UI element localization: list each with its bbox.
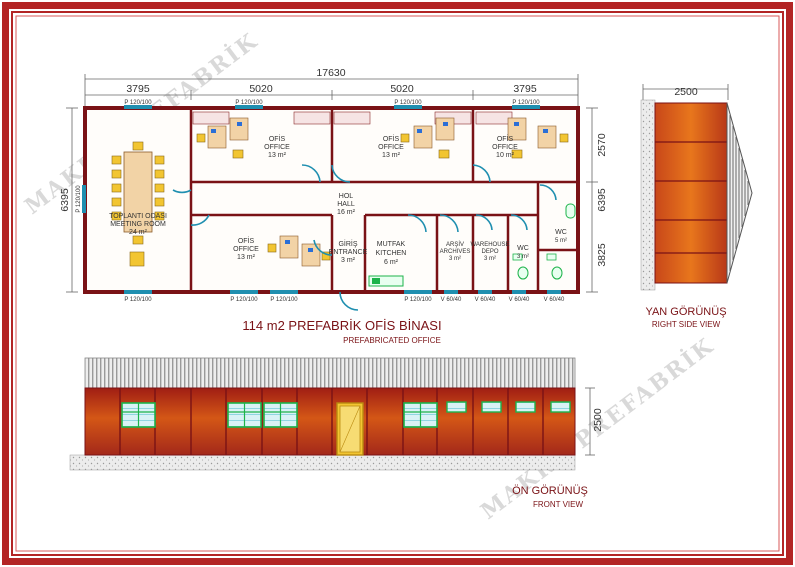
room-depot-en: WAREHOUSE	[470, 242, 509, 248]
meeting-table	[111, 141, 165, 267]
wc-fixtures	[512, 203, 576, 280]
window-label-7: P 120/100	[270, 297, 298, 303]
dim-bay-1: 3795	[126, 83, 150, 95]
front-view: 2500 ÖN GÖRÜNÜŞ FRONT VIEW	[69, 357, 604, 509]
room-wc2-tr: WC	[555, 229, 567, 236]
window-label-2: P 120/100	[235, 100, 263, 106]
room-wc1-area: 3 m²	[517, 254, 529, 260]
room-office4-en: OFFICE	[233, 246, 259, 253]
room-hall-en: HALL	[337, 201, 355, 208]
room-entrance-tr: GİRİŞ	[338, 239, 357, 248]
side-ground	[640, 99, 656, 291]
drawing-subtitle: PREFABRICATED OFFICE	[343, 336, 441, 345]
front-ground	[69, 454, 576, 471]
window-label-5: P 120/100	[124, 297, 152, 303]
front-windows	[121, 401, 571, 428]
room-depot-area: 3 m²	[484, 256, 496, 262]
dim-bay-4: 3795	[513, 83, 537, 95]
inner-frame	[11, 11, 784, 556]
room-kitchen-area: 6 m²	[384, 259, 399, 266]
room-office4-tr: OFİS	[238, 236, 255, 245]
plan-doors	[172, 164, 557, 311]
front-roof	[84, 357, 576, 389]
inner-walls	[189, 108, 578, 292]
room-kitchen-tr: MUTFAK	[377, 241, 406, 248]
room-office1-area: 13 m²	[268, 152, 287, 159]
side-view-subtitle: RIGHT SIDE VIEW	[652, 320, 721, 329]
room-office4-area: 13 m²	[237, 254, 256, 261]
room-archive-en: ARCHIVES	[440, 249, 471, 255]
plan-windows	[82, 105, 561, 294]
window-label-1: P 120/100	[124, 100, 152, 106]
vent-label-2: V 60/40	[475, 297, 496, 303]
room-office3-tr: OFİS	[497, 134, 514, 143]
kitchen-sink	[372, 278, 380, 284]
side-view-title: YAN GÖRÜNÜŞ	[645, 306, 726, 318]
window-label-6: P 120/100	[230, 297, 258, 303]
room-office2-area: 13 m²	[382, 152, 401, 159]
room-office3-area: 10 m²	[496, 152, 515, 159]
room-kitchen-en: KITCHEN	[376, 250, 407, 257]
vent-label-3: V 60/40	[509, 297, 530, 303]
drawing-title: 114 m2 PREFABRİK OFİS BİNASI	[242, 318, 441, 333]
dim-depth: 6395	[596, 188, 608, 212]
dim-side-width: 2500	[674, 86, 698, 98]
room-entrance-en: ENTRANCE	[329, 249, 368, 256]
kitchen-counter	[368, 275, 404, 287]
window-label-4: P 120/100	[512, 100, 540, 106]
front-view-subtitle: FRONT VIEW	[533, 500, 584, 509]
dim-upper: 2570	[596, 133, 608, 157]
room-meeting-area: 24 m²	[129, 229, 148, 236]
front-wall	[84, 387, 576, 456]
room-office1-en: OFFICE	[264, 144, 290, 151]
dim-bay-2: 5020	[249, 83, 273, 95]
dim-depth-left: 6395	[59, 188, 71, 212]
room-office1-tr: OFİS	[269, 134, 286, 143]
room-hall-tr: HOL	[339, 193, 354, 200]
floor-plan: P 120/100 P 120/100 P 120/100 P 120/100 …	[76, 100, 580, 311]
window-label-8: P 120/100	[404, 297, 432, 303]
side-roof-ribs	[729, 115, 749, 271]
window-label-3: P 120/100	[394, 100, 422, 106]
room-hall-area: 16 m²	[337, 209, 356, 216]
room-entrance-area: 3 m²	[341, 257, 356, 264]
room-meeting-tr: TOPLANTI ODASI	[109, 213, 167, 220]
dim-bay-3: 5020	[390, 83, 414, 95]
side-view: 2500 YAN GÖRÜNÜŞ RIGHT SIDE VIEW	[640, 84, 753, 329]
room-office3-en: OFFICE	[492, 144, 518, 151]
room-archive-tr: ARŞİV	[446, 241, 464, 248]
inner-frame-line	[15, 15, 780, 552]
front-view-title: ÖN GÖRÜNÜŞ	[512, 485, 588, 497]
vent-label-1: V 60/40	[441, 297, 462, 303]
room-archive-area: 3 m²	[449, 256, 461, 262]
room-office2-en: OFFICE	[378, 144, 404, 151]
vent-label-4: V 60/40	[544, 297, 565, 303]
dim-lower: 3825	[596, 243, 608, 267]
room-meeting-en: MEETING ROOM	[110, 221, 166, 228]
plan-dimension-lines	[66, 74, 598, 293]
side-wall	[654, 102, 728, 284]
room-depot-tr: DEPO	[481, 249, 498, 255]
dim-front-height: 2500	[592, 408, 604, 432]
dim-total: 17630	[316, 67, 345, 79]
window-label-side: P 120/100	[76, 185, 82, 213]
office-desks	[196, 117, 569, 267]
room-wc1-tr: WC	[517, 245, 529, 252]
room-office2-tr: OFİS	[383, 134, 400, 143]
room-wc2-area: 5 m²	[555, 238, 567, 244]
